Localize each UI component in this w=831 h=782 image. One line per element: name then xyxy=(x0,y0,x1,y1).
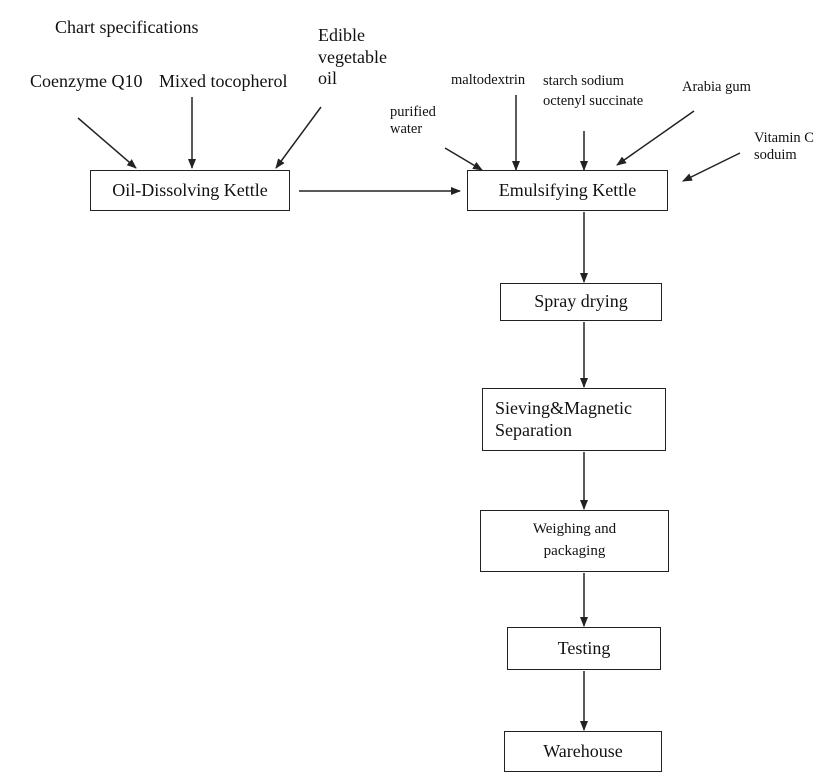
input-maltodextrin: maltodextrin xyxy=(451,72,526,88)
arrow-arabia-to-emulsifying xyxy=(616,110,695,166)
testing-box: Testing xyxy=(507,627,661,670)
warehouse-box: Warehouse xyxy=(504,731,662,772)
arrow-coq10-to-oil-kettle xyxy=(77,117,137,169)
sieving-magnetic-separation-box: Sieving&Magnetic Separation xyxy=(482,388,666,451)
input-vitamin-c-sodium: Vitamin C soduim xyxy=(754,130,814,164)
arrow-veg-oil-to-oil-kettle xyxy=(275,106,322,169)
input-starch-sodium-octenyl-succinate: starch sodium octenyl succinate xyxy=(543,73,644,109)
emulsifying-kettle-box: Emulsifying Kettle xyxy=(467,170,668,211)
weighing-and-packaging-box: Weighing and packaging xyxy=(480,510,669,572)
input-mixed-tocopherol: Mixed tocopherol xyxy=(159,71,288,91)
input-arabia-gum: Arabia gum xyxy=(682,79,751,95)
input-purified-water: purified water xyxy=(390,104,436,138)
arrow-water-to-emulsifying xyxy=(444,147,483,171)
chart-title: Chart specifications xyxy=(55,17,199,37)
input-coenzyme-q10: Coenzyme Q10 xyxy=(30,71,143,91)
input-edible-vegetable-oil: Edible vegetable oil xyxy=(318,25,387,89)
arrow-vitc-to-emulsifying xyxy=(682,152,741,182)
oil-dissolving-kettle-box: Oil-Dissolving Kettle xyxy=(90,170,290,211)
spray-drying-box: Spray drying xyxy=(500,283,662,321)
